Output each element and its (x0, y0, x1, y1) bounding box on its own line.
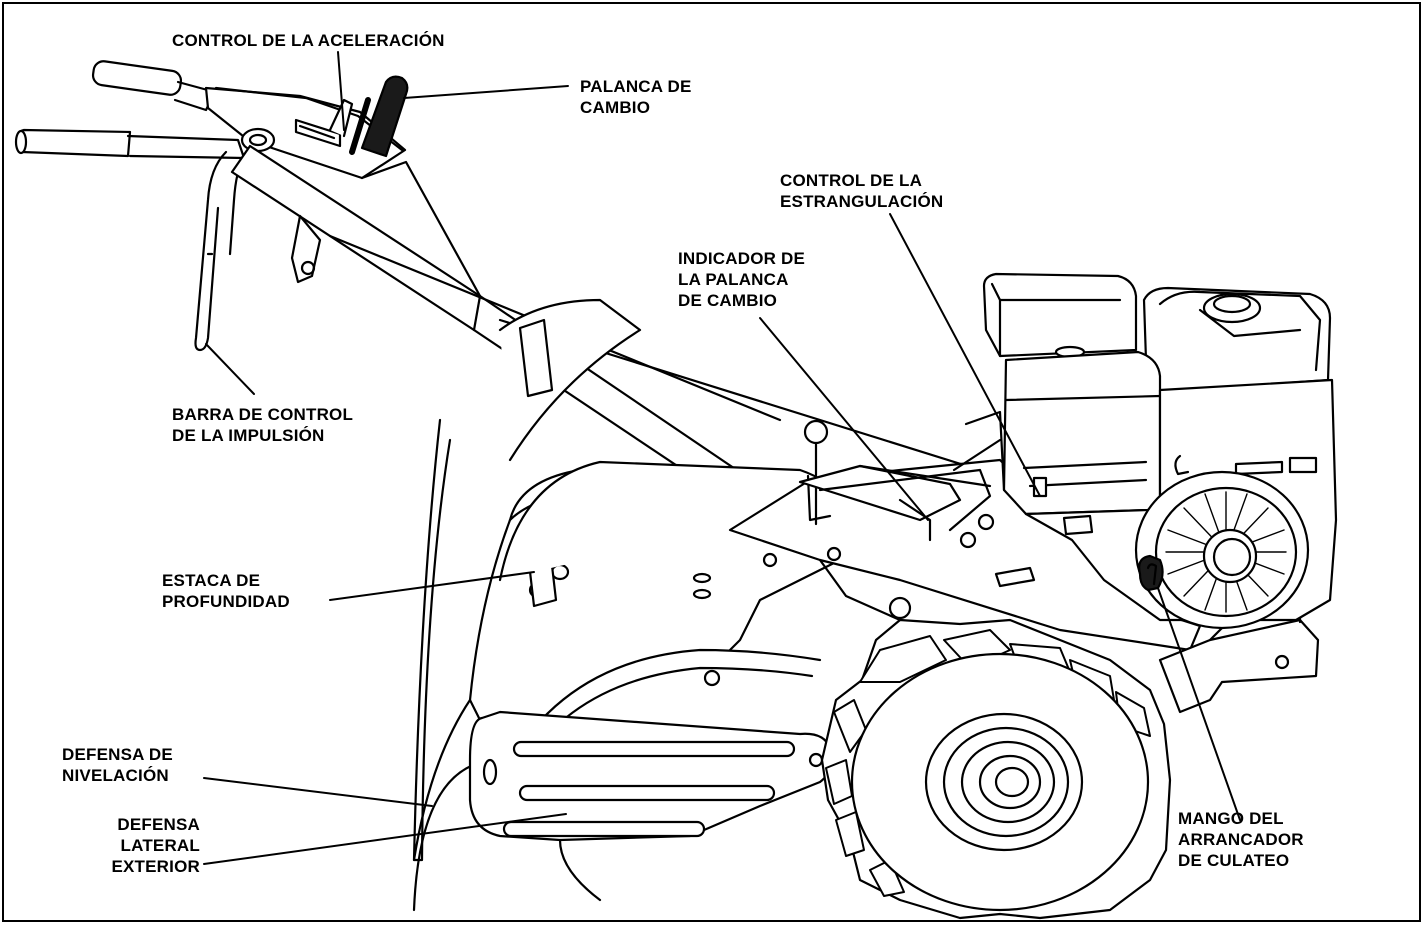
handlebar-upper (91, 60, 217, 112)
label-leveling-shield: DEFENSA DE NIVELACIÓN (62, 745, 173, 785)
shift-lever (349, 75, 409, 158)
label-shift-indicator: INDICADOR DE LA PALANCA DE CAMBIO (678, 249, 806, 310)
label-depth-stake: ESTACA DE PROFUNDIDAD (162, 571, 290, 611)
label-drive-control-bar: BARRA DE CONTROL DE LA IMPULSIÓN (172, 405, 354, 445)
label-choke-control: CONTROL DE LA ESTRANGULACIÓN (780, 171, 944, 211)
leader-drive-bar (205, 343, 255, 395)
engine-carburetor-cover (1002, 350, 1162, 516)
leader-throttle (337, 51, 345, 131)
recoil-starter (1134, 470, 1310, 630)
leader-shift-indicator (759, 317, 929, 521)
label-throttle-control: CONTROL DE LA ACELERACIÓN (172, 31, 445, 50)
handle-control-housing (204, 86, 407, 180)
leader-recoil-handle (1157, 587, 1241, 821)
label-recoil-starter-handle: MANGO DEL ARRANCADOR DE CULATEO (1178, 809, 1304, 870)
outer-side-shield (468, 710, 833, 902)
drive-control-bar (194, 150, 246, 352)
handlebar-lower (14, 128, 246, 160)
engine-air-filter (982, 272, 1138, 359)
wheel (820, 618, 1172, 920)
leader-depth-stake (329, 571, 535, 601)
leader-leveling-shield (203, 777, 433, 807)
leader-shift-lever (403, 85, 569, 99)
recoil-starter-handle (1138, 554, 1164, 592)
label-shift-lever: PALANCA DE CAMBIO (580, 77, 692, 117)
leader-lines (203, 51, 1241, 865)
shift-indicator (798, 419, 995, 549)
label-outer-side-shield: DEFENSA LATERAL EXTERIOR (111, 815, 200, 876)
leader-side-shield (203, 813, 567, 865)
leveling-shield (412, 418, 452, 862)
engine-fuel-tank (1142, 286, 1332, 394)
leader-choke (889, 213, 1041, 497)
